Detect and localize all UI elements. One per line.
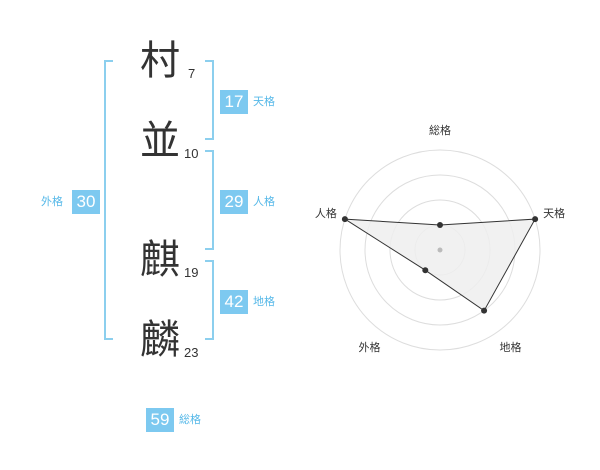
radar-axis-label-2: 地格 <box>500 340 522 354</box>
radar-axis-label-0: 総格 <box>429 123 451 137</box>
gaikaku-label: 外格 <box>41 195 63 208</box>
radar-axis-label-4: 人格 <box>315 206 337 220</box>
tenkaku-bracket <box>205 60 214 140</box>
radar-polygon <box>344 218 536 312</box>
jinkaku-bracket <box>205 150 214 250</box>
chikaku-score: 42 <box>220 290 248 314</box>
radar-axis-label-3: 外格 <box>359 340 381 354</box>
radar-center <box>437 247 443 253</box>
jinkaku-label: 人格 <box>253 195 275 208</box>
soukaku-label: 総格 <box>179 413 201 426</box>
chikaku-bracket <box>205 260 214 340</box>
radar-point-1 <box>532 216 539 223</box>
stroke-count-3: 19 <box>184 265 199 280</box>
name-char-1: 村 <box>140 38 180 84</box>
tenkaku-label: 天格 <box>253 95 275 108</box>
name-char-4: 麟 <box>140 317 180 363</box>
tenkaku-score: 17 <box>220 90 248 114</box>
radar-ring-4 <box>339 149 541 351</box>
radar-point-2 <box>481 307 488 314</box>
name-char-3: 麒 <box>140 237 180 283</box>
radar-point-3 <box>422 267 429 274</box>
radar-point-4 <box>341 216 348 223</box>
name-char-2: 並 <box>140 118 180 164</box>
radar-axis-label-1: 天格 <box>543 206 565 220</box>
chikaku-label: 地格 <box>253 295 275 308</box>
radar-point-0 <box>437 222 443 228</box>
jinkaku-score: 29 <box>220 190 248 214</box>
gaikaku-bracket <box>104 60 113 340</box>
gaikaku-score: 30 <box>72 190 100 214</box>
stroke-count-4: 23 <box>184 345 199 360</box>
soukaku-score: 59 <box>146 408 174 432</box>
stroke-count-1: 7 <box>188 66 196 81</box>
stroke-count-2: 10 <box>184 146 199 161</box>
